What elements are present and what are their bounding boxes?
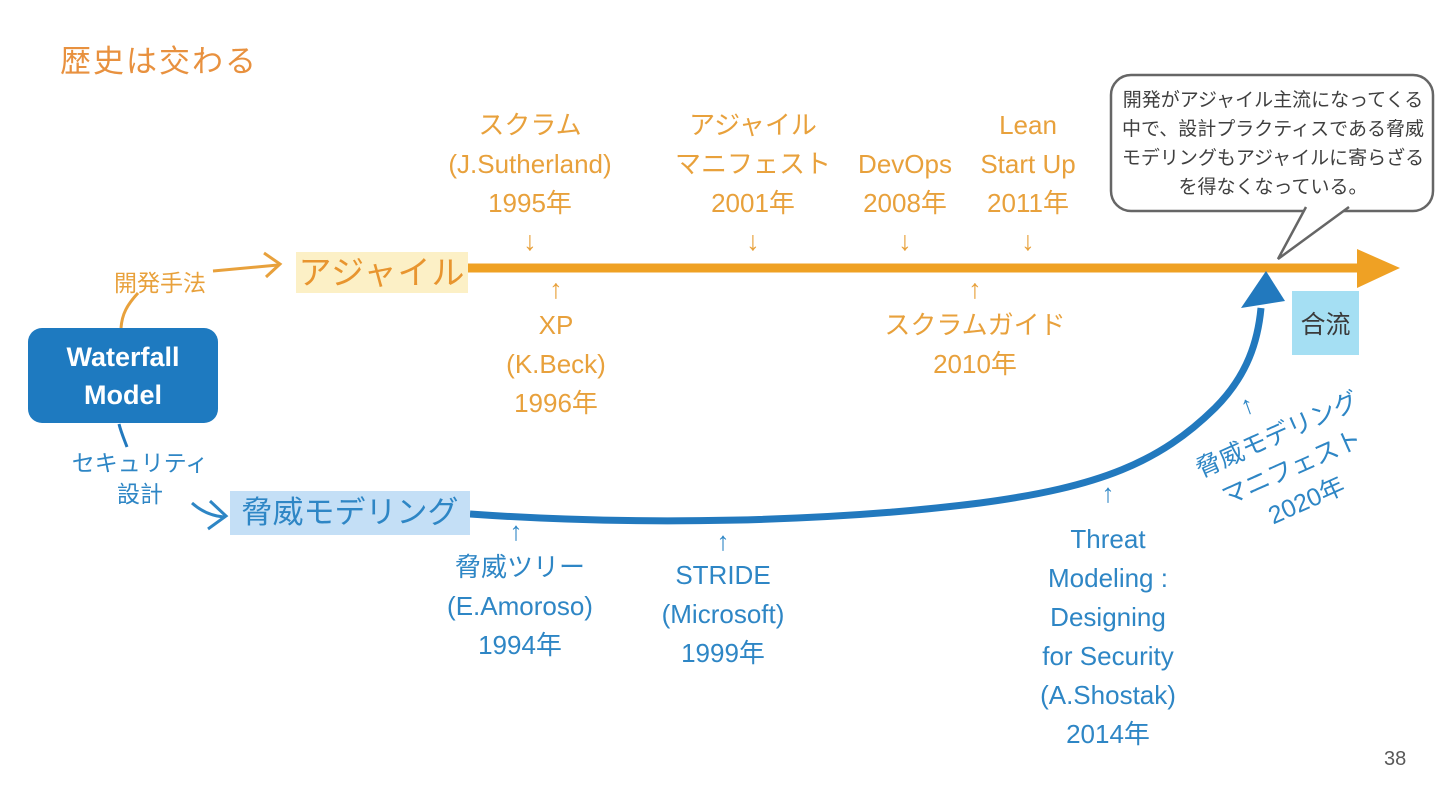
slide-title: 歴史は交わる [60,44,258,79]
agile-event-scrumguide: スクラムガイド 2010年 [884,310,1066,379]
up-arrow-icon: ↑ [549,274,563,304]
dev-method-label: 開発手法 [114,270,206,296]
security-design-arrowhead-icon [207,499,229,531]
threat-event-shostak-book: Threat Modeling : Designing for Security… [1040,524,1176,749]
agile-event-xp: XP (K.Beck) 1996年 [506,310,606,418]
up-arrow-icon: ↑ [968,274,982,304]
agile-track-label: アジャイル [296,252,468,293]
callout-bubble [1109,73,1435,213]
dev-method-waterfall-connector [119,291,140,329]
agile-timeline-arrowhead-icon [1357,249,1400,288]
waterfall-model-box: Waterfall Model [28,328,218,423]
up-arrow-icon: ↑ [716,526,730,556]
threat-track-label: 脅威モデリング [230,491,470,535]
agile-event-devops: DevOps 2008年 [858,149,952,218]
agile-event-leanstartup: Lean Start Up 2011年 [980,110,1076,218]
threat-event-stride: STRIDE (Microsoft) 1999年 [661,560,785,668]
agile-event-scrum: スクラム (J.Sutherland) 1995年 [448,110,612,218]
dev-method-arrowhead-icon [263,251,283,279]
waterfall-security-connector [117,423,129,448]
dev-method-arrow [212,263,279,273]
down-arrow-icon: ↓ [1021,226,1035,256]
security-design-label: セキュリティ 設計 [71,450,209,507]
down-arrow-icon: ↓ [898,226,912,256]
down-arrow-icon: ↓ [523,226,537,256]
page-number: 38 [1384,748,1407,770]
agile-event-manifesto: アジャイル マニフェスト 2001年 [674,110,832,218]
threat-event-threattree: 脅威ツリー (E.Amoroso) 1994年 [447,552,593,660]
security-design-arrow [190,501,225,519]
callout-text: 開発がアジャイル主流になってくる 中で、設計プラクティスである脅威 モデリングも… [1121,90,1425,198]
callout-bubble-tail [1276,205,1350,261]
threat-timeline-arrowhead-icon [1241,271,1285,308]
up-arrow-icon: ↑ [509,516,523,546]
merge-badge: 合流 [1292,291,1359,355]
down-arrow-icon: ↓ [746,226,760,256]
up-arrow-icon: ↑ [1101,478,1115,508]
threat-timeline-curve [469,307,1265,525]
